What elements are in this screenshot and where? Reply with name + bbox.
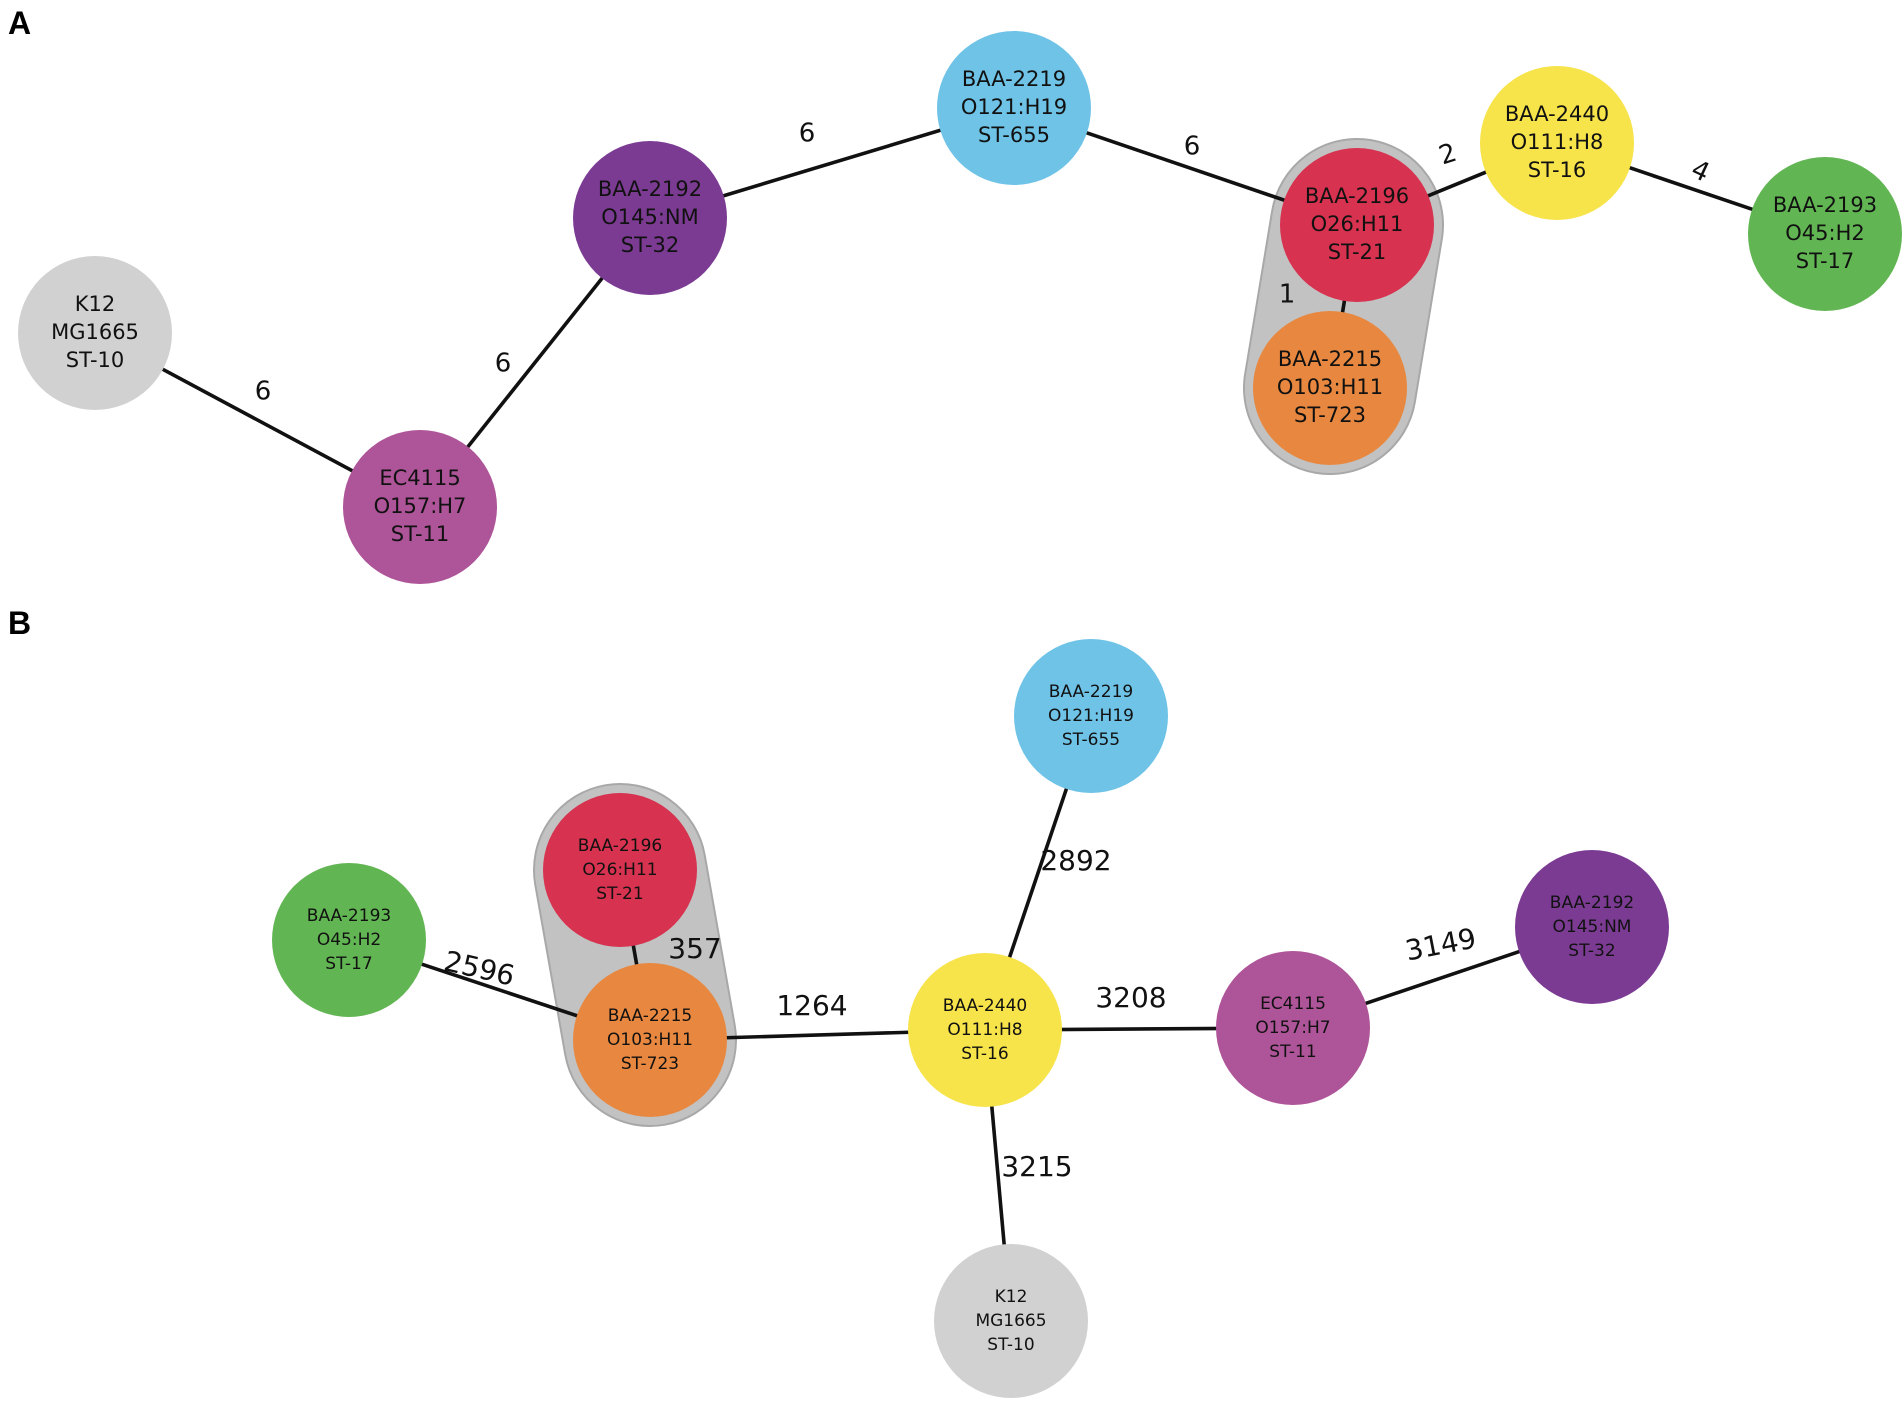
node-label-line: BAA-2196 [1305,184,1409,208]
node-circle [343,430,497,584]
node-label-line: BAA-2215 [608,1006,692,1026]
node-label-line: EC4115 [1260,994,1326,1014]
node-label-line: BAA-2193 [1773,193,1877,217]
node-circle [272,863,426,1017]
node-label-line: O111:H8 [1511,130,1604,154]
node-circle [1014,639,1168,793]
node-circle [1480,66,1634,220]
panel-letter-a: A [8,5,31,41]
node-label-line: ST-21 [1328,240,1387,264]
node-label-line: ST-16 [961,1044,1008,1064]
node-label-line: BAA-2219 [1049,682,1133,702]
edge-label: 1264 [776,989,847,1022]
edge-label: 6 [1184,132,1201,162]
node-label-line: K12 [75,292,116,316]
node-circle [1280,148,1434,302]
edge-label: 6 [255,377,272,407]
node-label-line: ST-32 [621,233,680,257]
edge-label: 357 [668,932,721,965]
node-label-line: ST-10 [66,348,125,372]
node-label-line: K12 [995,1287,1028,1307]
node-circle [1216,951,1370,1105]
node-label-line: O26:H11 [1311,212,1404,236]
node-label-line: MG1665 [51,320,139,344]
node-label-line: ST-11 [391,522,450,546]
node-label-line: O103:H11 [607,1030,693,1050]
node-circle [1748,157,1902,311]
node-label-line: ST-17 [325,954,372,974]
node-label-line: ST-655 [978,123,1050,147]
edge-label: 6 [495,349,512,379]
node-label-line: ST-723 [621,1054,679,1074]
node-label-line: BAA-2440 [943,996,1027,1016]
edge-label: 1 [1279,280,1296,310]
node-label-line: ST-32 [1568,941,1615,961]
panel-letter-b: B [8,605,31,641]
node-circle [908,953,1062,1107]
node-label-line: O145:NM [601,205,699,229]
node-label-line: ST-10 [987,1335,1034,1355]
node-label-line: ST-16 [1528,158,1587,182]
node-label-line: BAA-2193 [307,906,391,926]
node-label-line: O45:H2 [1785,221,1864,245]
node-label-line: MG1665 [975,1311,1046,1331]
node-label-line: O157:H7 [1255,1018,1330,1038]
node-circle [1515,850,1669,1004]
node-label-line: O45:H2 [317,930,381,950]
node-label-line: ST-11 [1269,1042,1316,1062]
node-label-line: O157:H7 [374,494,467,518]
node-label-line: O121:H19 [961,95,1067,119]
node-label-line: O111:H8 [947,1020,1022,1040]
node-label-line: O26:H11 [582,860,657,880]
node-label-line: BAA-2196 [578,836,662,856]
edge-label: 2 [1435,138,1460,172]
edge-label: 6 [799,119,816,149]
edge-label: 2892 [1040,844,1111,877]
node-label-line: BAA-2192 [1550,893,1634,913]
node-circle [934,1244,1088,1398]
node-label-line: BAA-2440 [1505,102,1609,126]
node-circle [937,31,1091,185]
node-label-line: ST-21 [596,884,643,904]
edge-label: 2596 [441,944,518,992]
edge-label: 4 [1686,154,1714,188]
node-circle [543,793,697,947]
node-label-line: ST-17 [1796,249,1855,273]
node-label-line: EC4115 [379,466,460,490]
node-circle [1253,311,1407,465]
edge-label: 3149 [1403,922,1479,968]
panel-b: 2596 357 1264 2892 3208 3149 3215 BAA-2219O121:… [8,605,1669,1398]
edge-label: 3208 [1095,981,1166,1014]
node-label-line: O121:H19 [1048,706,1134,726]
node-label-line: O103:H11 [1277,375,1383,399]
node-label-line: ST-655 [1062,730,1120,750]
node-circle [573,963,727,1117]
node-circle [18,256,172,410]
node-label-line: BAA-2192 [598,177,702,201]
node-label-line: ST-723 [1294,403,1366,427]
node-label-line: O145:NM [1553,917,1632,937]
node-label-line: BAA-2215 [1278,347,1382,371]
node-label-line: BAA-2219 [962,67,1066,91]
node-circle [573,141,727,295]
edge-label: 3215 [1001,1150,1072,1183]
